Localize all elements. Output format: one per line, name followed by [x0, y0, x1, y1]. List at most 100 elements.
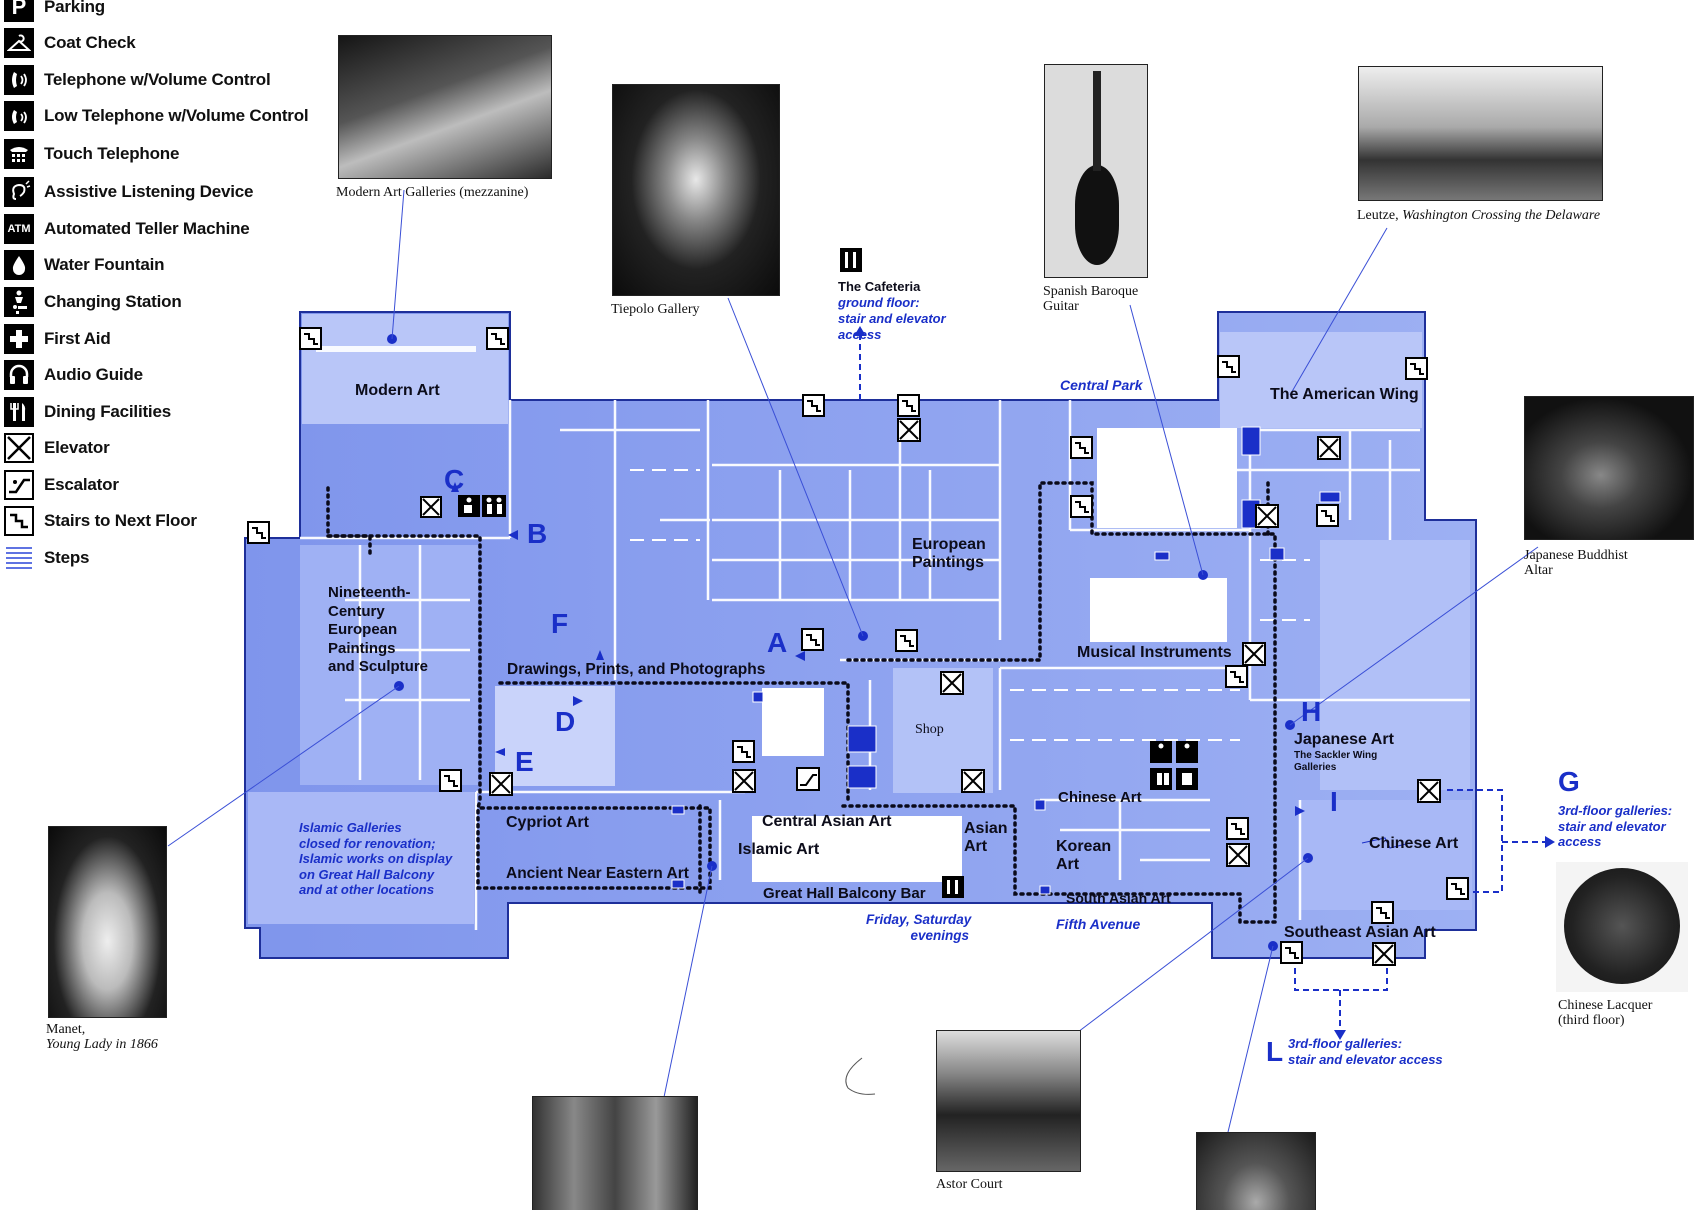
g-access-note: 3rd-floor galleries: stair and elevator … [1558, 803, 1673, 849]
l-access-note: 3rd-floor galleries: stair and elevator … [1288, 1036, 1443, 1067]
chinese-area [1300, 800, 1472, 910]
steps-icon [4, 543, 34, 573]
letter-h: H [1301, 696, 1322, 727]
water-fountain-icon [4, 250, 34, 280]
atm-icon: ATM [4, 214, 34, 244]
legend-touch-telephone: Touch Telephone [4, 138, 179, 170]
bar-hours-note: Friday, Saturday evenings [866, 912, 972, 943]
legend-audio-guide: Audio Guide [4, 359, 143, 391]
room-european-paintings: European Paintings [912, 536, 986, 571]
escalator-icon [4, 470, 34, 500]
nineteenth-area [300, 545, 478, 785]
caption-leutze: Leutze, Washington Crossing the Delaware [1357, 208, 1601, 223]
legend-stairs: Stairs to Next Floor [4, 505, 197, 537]
touch-telephone-icon [4, 139, 34, 169]
drawings-area [495, 686, 615, 786]
letter-b: B [527, 518, 548, 549]
room-nineteenth-century: Nineteenth- Century European Paintings a… [328, 584, 429, 675]
stairs-icon [4, 506, 34, 536]
legend-steps: Steps [4, 542, 89, 574]
letter-c: C [444, 464, 465, 495]
letter-i: I [1330, 786, 1338, 817]
room-islamic-art: Islamic Art [738, 841, 820, 858]
elevator-icon [4, 433, 34, 463]
volume-telephone-icon [4, 65, 34, 95]
room-ancient-near-eastern: Ancient Near Eastern Art [506, 865, 689, 882]
dome-photo [1196, 1132, 1316, 1210]
right-strip [1320, 540, 1470, 790]
modern-art-area [302, 314, 508, 424]
caption-japanese-altar: Japanese Buddhist Altar [1524, 548, 1628, 578]
caption-astor-court: Astor Court [936, 1177, 1003, 1192]
room-central-asian-art: Central Asian Art [762, 813, 892, 830]
legend-changing-station: Changing Station [4, 286, 182, 318]
caption-manet: Manet, Young Lady in 1866 [46, 1022, 158, 1052]
letter-l: L [1266, 1036, 1284, 1067]
legend-dining: Dining Facilities [4, 396, 171, 428]
legend-parking: P Parking [4, 0, 105, 23]
room-musical-instruments: Musical Instruments [1077, 644, 1232, 661]
room-sackler-wing: The Sackler Wing Galleries [1294, 750, 1378, 773]
audio-guide-icon [4, 360, 34, 390]
room-shop: Shop [915, 722, 944, 737]
room-chinese-art-1: Chinese Art [1058, 789, 1142, 806]
legend-assistive-listening: Assistive Listening Device [4, 176, 253, 208]
room-cypriot-art: Cypriot Art [506, 814, 589, 831]
room-asian-art: Asian Art [964, 820, 1008, 855]
cafeteria-note: The Cafeteria ground floor: stair and el… [838, 279, 946, 342]
american-wing-area [1220, 332, 1422, 428]
letter-d: D [555, 706, 576, 737]
letter-g: G [1558, 766, 1580, 797]
islamic-area [248, 792, 474, 924]
stairs-icons [247, 327, 1469, 964]
tiepolo-photo [612, 84, 780, 296]
label-fifth-avenue: Fifth Avenue [1056, 916, 1141, 932]
legend-escalator: Escalator [4, 469, 119, 501]
legend-elevator: Elevator [4, 432, 110, 464]
parking-icon: P [4, 0, 34, 22]
astor-court-photo [936, 1030, 1081, 1172]
room-modern-art: Modern Art [355, 382, 440, 399]
chinese-lacquer-photo [1556, 862, 1688, 992]
room-southeast-asian-art: Southeast Asian Art [1284, 924, 1436, 941]
legend-coat-check: Coat Check [4, 27, 136, 59]
manet-photo [48, 826, 167, 1018]
legend-atm: ATM Automated Teller Machine [4, 213, 250, 245]
room-korean-art: Korean Art [1056, 838, 1112, 873]
room-drawings-prints: Drawings, Prints, and Photographs [507, 661, 766, 678]
coat-check-icon [4, 28, 34, 58]
room-american-wing: The American Wing [1270, 386, 1419, 403]
label-central-park: Central Park [1060, 377, 1143, 393]
islamic-galleries-note: Islamic Galleries closed for renovation;… [299, 820, 453, 897]
assistive-listening-icon [4, 177, 34, 207]
room-chinese-art-2: Chinese Art [1369, 835, 1459, 852]
legend-water-fountain: Water Fountain [4, 249, 164, 281]
caption-modern-mezzanine: Modern Art Galleries (mezzanine) [336, 185, 529, 200]
dining-icon [4, 397, 34, 427]
courtyard-4 [762, 688, 824, 756]
room-japanese-art: Japanese Art [1294, 731, 1394, 748]
room-great-hall-balcony-bar: Great Hall Balcony Bar [763, 885, 926, 902]
first-aid-icon [4, 324, 34, 354]
letter-e: E [515, 746, 534, 777]
legend-low-telephone: Low Telephone w/Volume Control [4, 100, 309, 132]
courtyard-3 [752, 816, 962, 882]
courtyard-2 [1090, 578, 1227, 642]
guitar-photo [1044, 64, 1148, 278]
legend-first-aid: First Aid [4, 323, 111, 355]
letter-f: F [551, 608, 569, 639]
changing-station-icon [4, 287, 34, 317]
caption-guitar: Spanish Baroque Guitar [1043, 284, 1139, 314]
elevator-icons [420, 418, 1441, 966]
courtyard-1 [1097, 428, 1237, 528]
caption-chinese-lacquer: Chinese Lacquer (third floor) [1558, 998, 1653, 1028]
modern-art-photo [338, 35, 552, 179]
letter-a: A [767, 627, 788, 658]
caption-tiepolo: Tiepolo Gallery [611, 302, 700, 317]
legend-volume-telephone: Telephone w/Volume Control [4, 64, 271, 96]
buddhist-altar-photo [1524, 396, 1694, 540]
guitar-shape-icon [1075, 165, 1119, 265]
room-south-asian-art: South Asian Art [1066, 890, 1171, 906]
ancient-near-east-photo [532, 1096, 698, 1210]
